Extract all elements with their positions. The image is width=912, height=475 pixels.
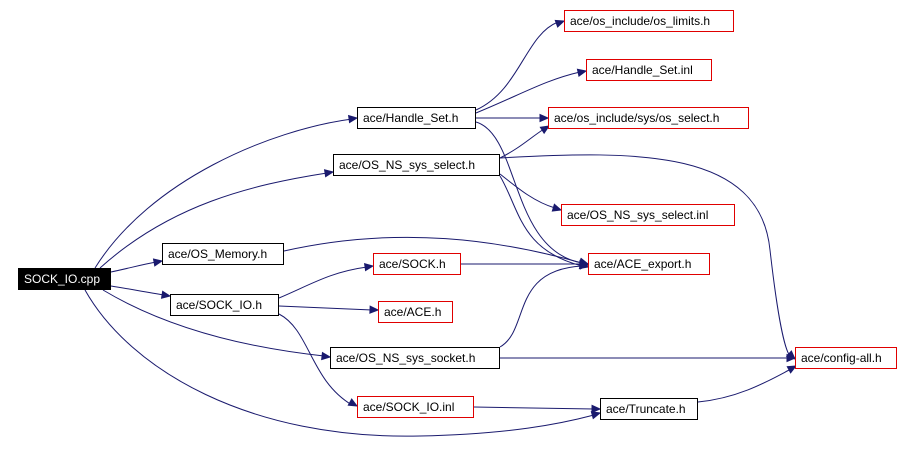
edge-sock-io-h-sock-h bbox=[278, 266, 368, 299]
edge-sock-io-h-sock-io-inl-arrowhead bbox=[347, 398, 359, 407]
edge-root-handle-set-arrowhead bbox=[347, 114, 359, 124]
node-os-ns-sys-select-inl[interactable]: ace/OS_NS_sys_select.inl bbox=[561, 204, 735, 226]
edge-sys-select-export bbox=[499, 175, 583, 267]
edge-sys-select-config bbox=[499, 154, 791, 357]
edge-root-sys-socket-arrowhead bbox=[321, 351, 332, 361]
edge-sys-select-inl bbox=[499, 173, 556, 209]
edge-root-sock-io-h-arrowhead bbox=[160, 290, 172, 299]
node-truncate-h[interactable]: ace/Truncate.h bbox=[600, 398, 698, 420]
edge-root-truncate-arrowhead bbox=[590, 411, 602, 420]
edge-handle-set-os-select-arrowhead bbox=[539, 113, 550, 123]
edge-os-memory-export bbox=[283, 236, 583, 264]
edge-sock-io-h-ace-arrowhead bbox=[369, 305, 380, 314]
node-sock-io-h[interactable]: ace/SOCK_IO.h bbox=[170, 294, 279, 316]
node-os-select-h[interactable]: ace/os_include/sys/os_select.h bbox=[548, 107, 749, 129]
node-os-ns-sys-select-h[interactable]: ace/OS_NS_sys_select.h bbox=[333, 154, 500, 176]
node-handle-set-inl[interactable]: ace/Handle_Set.inl bbox=[586, 59, 712, 81]
node-os-limits-h[interactable]: ace/os_include/os_limits.h bbox=[564, 10, 734, 32]
edge-sys-socket-export bbox=[499, 265, 583, 348]
node-handle-set-h[interactable]: ace/Handle_Set.h bbox=[357, 107, 476, 129]
node-ace-export-h[interactable]: ace/ACE_export.h bbox=[588, 253, 710, 275]
edge-sock-io-h-sock-h-arrowhead bbox=[363, 262, 375, 272]
node-sock-io-cpp[interactable]: SOCK_IO.cpp bbox=[18, 268, 111, 290]
edge-handle-set-os-limits-arrowhead bbox=[554, 19, 566, 28]
edge-sock-io-inl-truncate-arrowhead bbox=[591, 404, 602, 414]
edge-sys-select-os-select-arrowhead bbox=[539, 125, 551, 135]
node-sock-h[interactable]: ace/SOCK.h bbox=[373, 253, 461, 275]
edge-sys-socket-config-arrowhead bbox=[786, 353, 797, 363]
node-ace-h[interactable]: ace/ACE.h bbox=[378, 301, 453, 323]
edge-sys-select-os-select bbox=[499, 128, 545, 159]
node-os-ns-sys-socket-h[interactable]: ace/OS_NS_sys_socket.h bbox=[330, 347, 500, 369]
node-os-memory-h[interactable]: ace/OS_Memory.h bbox=[162, 243, 284, 265]
edge-root-sys-select bbox=[99, 172, 328, 269]
edge-sys-socket-export-arrowhead bbox=[579, 261, 590, 270]
edge-handle-set-inl bbox=[475, 71, 581, 114]
edge-root-os-memory-arrowhead bbox=[152, 258, 164, 267]
edge-sys-select-inl-arrowhead bbox=[551, 203, 563, 212]
edge-root-os-memory bbox=[110, 261, 157, 273]
edge-truncate-config bbox=[697, 368, 792, 403]
edge-root-truncate bbox=[84, 289, 595, 437]
edge-root-sock-io-h bbox=[110, 285, 165, 296]
edge-sock-io-h-ace bbox=[278, 305, 373, 311]
edge-handle-set-export bbox=[475, 121, 583, 264]
edge-root-sys-socket bbox=[102, 289, 325, 357]
edge-root-sys-select-arrowhead bbox=[323, 169, 335, 178]
edge-sock-io-h-sock-io-inl bbox=[278, 313, 353, 406]
edge-handle-set-os-limits bbox=[475, 21, 559, 111]
edge-truncate-config-arrowhead bbox=[786, 365, 798, 374]
edge-root-handle-set bbox=[94, 118, 353, 269]
node-config-all-h[interactable]: ace/config-all.h bbox=[795, 347, 897, 369]
edge-sock-io-inl-truncate bbox=[473, 406, 595, 410]
edges-layer bbox=[84, 19, 798, 437]
edge-handle-set-inl-arrowhead bbox=[576, 68, 588, 77]
node-sock-io-inl[interactable]: ace/SOCK_IO.inl bbox=[357, 396, 474, 418]
